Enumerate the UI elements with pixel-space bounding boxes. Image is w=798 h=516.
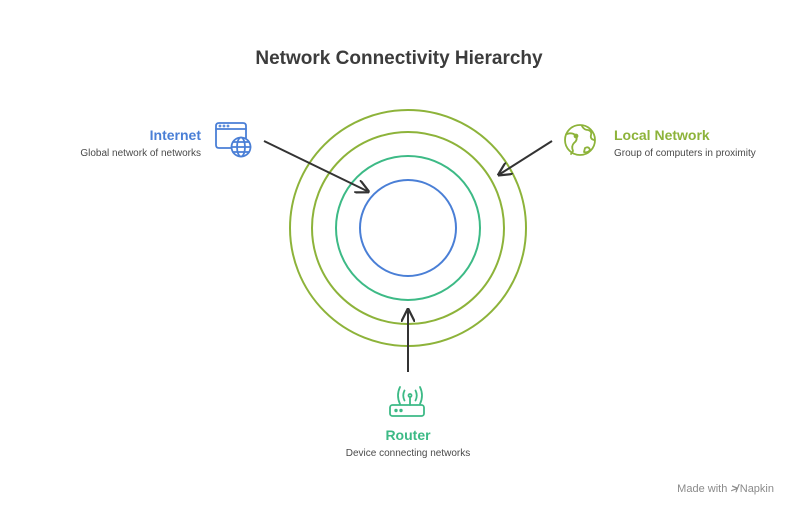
local-network-label: Local Network — [614, 127, 710, 143]
ring-outer — [289, 109, 527, 347]
diagram-title: Network Connectivity Hierarchy — [255, 48, 543, 69]
ring-router — [335, 155, 481, 301]
ring-local-network — [311, 131, 505, 325]
router-label: Router — [385, 427, 431, 443]
router-description: Device connecting networks — [345, 448, 471, 459]
internet-label: Internet — [149, 127, 201, 143]
internet-description: Global network of networks — [80, 148, 201, 159]
browser-globe-icon — [215, 122, 252, 158]
router-icon — [389, 386, 425, 417]
arrow-internet — [263, 140, 367, 191]
arrow-local-network — [500, 140, 553, 174]
globe-icon — [564, 124, 596, 156]
watermark-brand: Napkin — [739, 483, 774, 495]
napkin-watermark[interactable]: Made with≯Napkin — [677, 483, 774, 495]
local-network-description: Group of computers in proximity — [614, 148, 756, 159]
napkin-logo-icon: ≯ — [730, 483, 740, 495]
watermark-prefix: Made with — [677, 483, 728, 495]
ring-internet — [359, 179, 457, 277]
